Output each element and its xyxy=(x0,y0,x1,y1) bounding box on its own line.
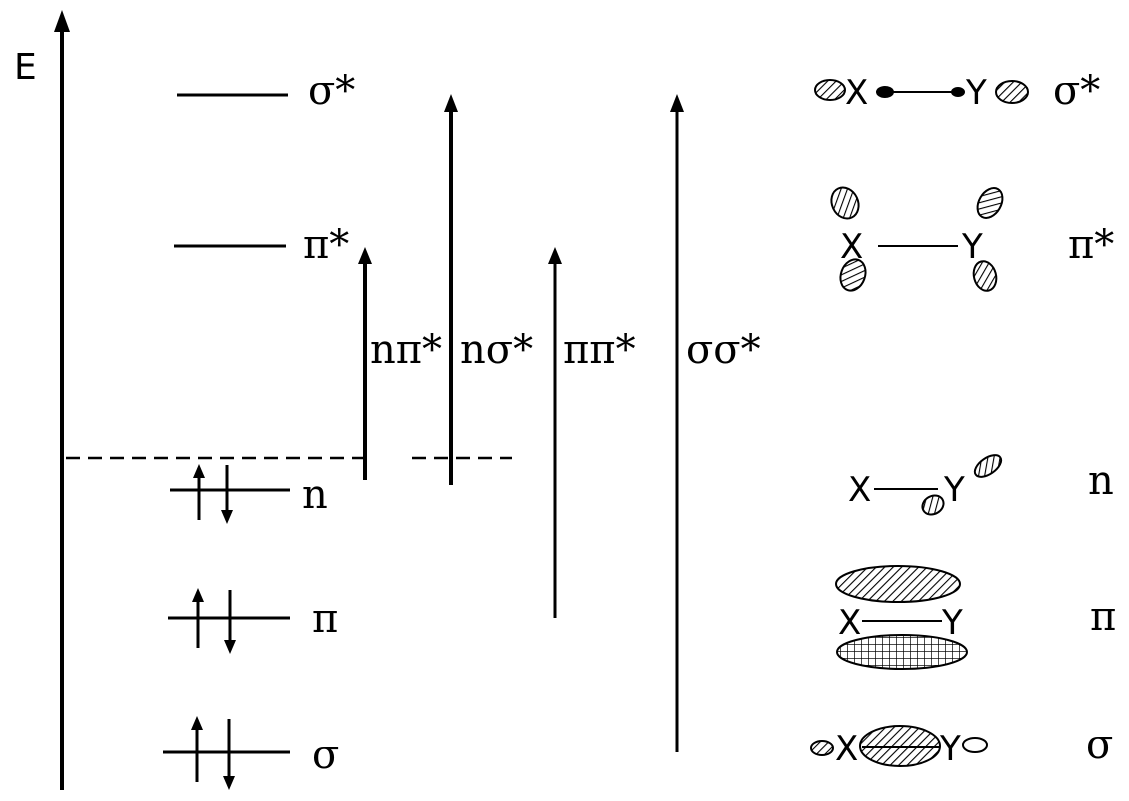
level-sigma-star-label: σ* xyxy=(308,68,355,114)
spin-down-arrowhead xyxy=(224,640,236,654)
orbital-n-picture: X Y xyxy=(848,454,1003,516)
spin-down-arrowhead xyxy=(221,510,233,524)
transition-n-pi-star: nπ* xyxy=(358,247,442,480)
orbital-pi-picture: X Y xyxy=(835,565,968,670)
transition-pi-pi-star: ππ* xyxy=(548,247,636,618)
svg-text:Y: Y xyxy=(941,603,963,643)
orbital-sigma-picture: X Y xyxy=(810,725,988,769)
svg-text:X: X xyxy=(848,470,871,510)
level-sigma-label: σ xyxy=(312,732,339,778)
svg-text:Y: Y xyxy=(943,470,965,510)
level-pi-star: π* xyxy=(174,222,349,268)
svg-text:X: X xyxy=(845,73,868,113)
transition-sigma-sigma-star-label: σσ* xyxy=(686,327,761,373)
orbital-pi-label: π xyxy=(1090,594,1116,640)
transition-n-sigma-star: nσ* xyxy=(444,94,533,485)
transition-n-pi-star-label: nπ* xyxy=(370,327,442,373)
level-sigma-star: σ* xyxy=(177,68,355,114)
orbital-sigma-star-label: σ* xyxy=(1053,68,1100,114)
orbital-pi-star-picture: X Y xyxy=(830,186,1004,292)
level-n: n xyxy=(170,464,328,524)
svg-text:X: X xyxy=(838,603,861,643)
orbital-sigma-star-picture: X Y xyxy=(814,73,1029,113)
transition-sigma-sigma-star: σσ* xyxy=(670,94,761,752)
svg-text:Y: Y xyxy=(939,729,961,769)
orbital-sigma-label: σ xyxy=(1086,722,1113,768)
transition-n-sigma-star-label: nσ* xyxy=(460,327,533,373)
spin-up-arrowhead xyxy=(193,464,205,478)
level-n-label: n xyxy=(302,472,328,518)
spin-up-arrowhead xyxy=(191,716,203,730)
spin-down-arrowhead xyxy=(223,776,235,790)
orbital-n-label: n xyxy=(1088,458,1114,504)
level-pi-label: π xyxy=(312,596,338,642)
energy-axis: E xyxy=(14,10,70,790)
level-pi-star-label: π* xyxy=(303,222,349,268)
svg-text:X: X xyxy=(840,227,863,267)
transition-pi-pi-star-label: ππ* xyxy=(563,327,636,373)
orbital-pi-star-label: π* xyxy=(1068,222,1114,268)
svg-text:Y: Y xyxy=(965,73,987,113)
spin-up-arrowhead xyxy=(192,588,204,602)
svg-text:Y: Y xyxy=(961,227,983,267)
svg-text:X: X xyxy=(835,729,858,769)
energy-axis-label: E xyxy=(14,47,37,88)
level-sigma: σ xyxy=(163,716,339,790)
level-pi: π xyxy=(168,588,338,654)
